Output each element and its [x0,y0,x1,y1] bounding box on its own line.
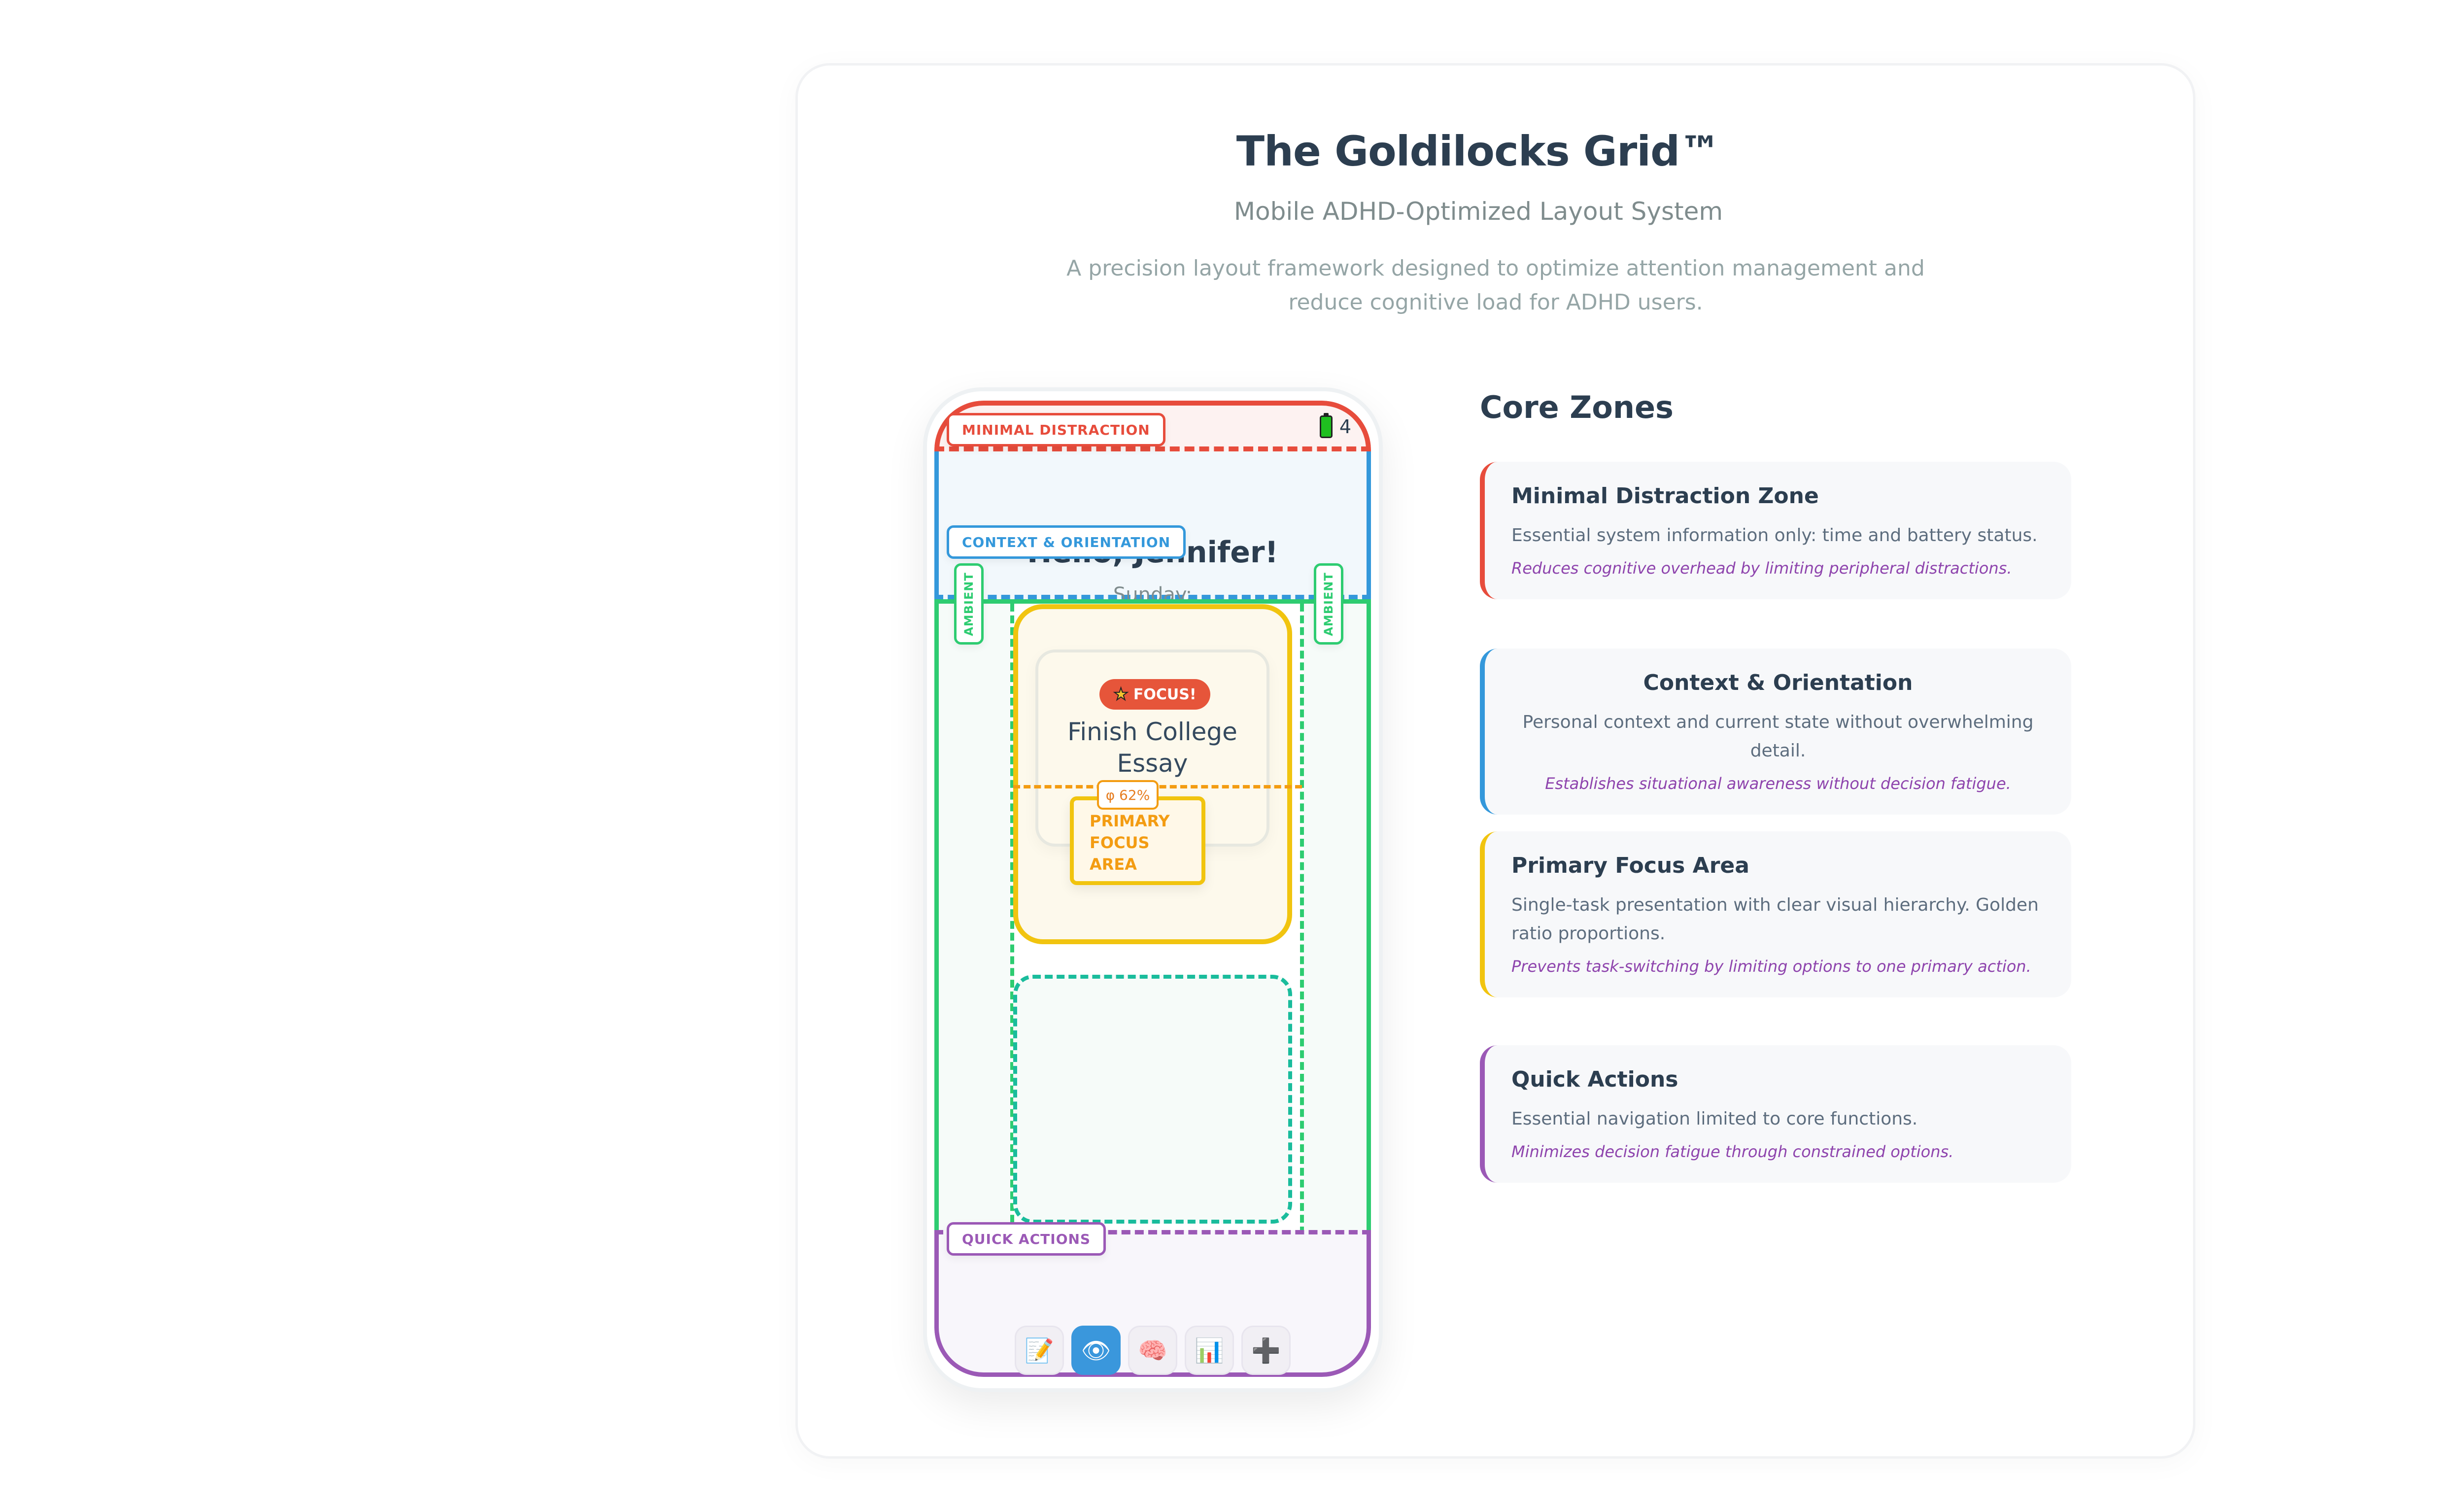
zone-card-title: Primary Focus Area [1511,853,1749,878]
battery-value: 4 [1339,416,1351,438]
eye-button[interactable]: 👁 [1071,1326,1121,1375]
zone-card-note: Minimizes decision fatigue through const… [1511,1142,1954,1161]
zone-card-note: Establishes situational awareness withou… [1545,774,2011,793]
zone-tag-minimal: MINIMAL DISTRACTION [947,413,1165,446]
golden-ratio-tag: φ 62% [1097,780,1159,810]
zone-card-primary-focus: Primary Focus Area Single-task presentat… [1480,831,2071,997]
zone-tag-context: CONTEXT & ORIENTATION [947,525,1186,559]
zone-tag-primary-focus: PRIMARY FOCUS AREA [1070,796,1205,885]
zone-card-body: Personal context and current state witho… [1522,712,2034,761]
page-title: The Goldilocks Grid™ [1236,127,1721,175]
zone-card-title: Minimal Distraction Zone [1511,483,1819,509]
phone-screen: Hello, Jennifer! Sunday: 4 MINIMAL DISTR… [934,401,1371,1377]
brain-icon: 🧠 [1138,1336,1167,1365]
zone-card-note: Reduces cognitive overhead by limiting p… [1511,559,2012,578]
memo-button[interactable]: 📝 [1015,1326,1064,1375]
zone-card-note: Prevents task-switching by limiting opti… [1511,957,2031,976]
secondary-placeholder-card [1013,975,1292,1224]
focus-badge-label: FOCUS! [1133,685,1197,703]
zone-tag-ambient-left: AMBIENT [954,563,984,645]
zone-card-title: Context & Orientation [1643,670,1913,695]
zone-card-title: Quick Actions [1511,1067,1678,1092]
star-icon: ★ [1113,684,1129,705]
zone-card-body: Essential navigation limited to core fun… [1511,1109,1918,1129]
add-button[interactable]: ➕ [1241,1326,1291,1375]
ambient-left-label: AMBIENT [962,572,976,636]
eye-icon: 👁 [1081,1336,1111,1365]
focus-badge: ★ FOCUS! [1099,679,1210,710]
brain-button[interactable]: 🧠 [1128,1326,1177,1375]
battery-full-icon [1319,413,1333,438]
task-title: Finish College Essay [1067,718,1237,778]
zone-card-context: Context & Orientation Personal context a… [1480,649,2071,815]
quick-actions-bar: 📝 👁 🧠 📊 ➕ [934,1326,1371,1375]
zone-tag-ambient-right: AMBIENT [1314,563,1343,645]
core-zones-heading: Core Zones [1480,389,1674,425]
page-subtitle: Mobile ADHD-Optimized Layout System [1233,197,1723,226]
chart-button[interactable]: 📊 [1185,1326,1234,1375]
zone-card-body: Essential system information only: time … [1511,525,2038,546]
ambient-right-label: AMBIENT [1322,572,1335,636]
page-description: A precision layout framework designed to… [1066,256,1925,315]
bar-chart-icon: 📊 [1195,1336,1224,1365]
zone-card-minimal: Minimal Distraction Zone Essential syste… [1480,462,2071,599]
memo-icon: 📝 [1025,1336,1054,1365]
zone-tag-quick-actions: QUICK ACTIONS [947,1222,1106,1256]
battery-status: 4 [1319,413,1351,438]
plus-icon: ➕ [1251,1336,1281,1365]
zone-card-body: Single-task presentation with clear visu… [1511,895,2039,944]
zone-card-quick-actions: Quick Actions Essential navigation limit… [1480,1045,2071,1183]
